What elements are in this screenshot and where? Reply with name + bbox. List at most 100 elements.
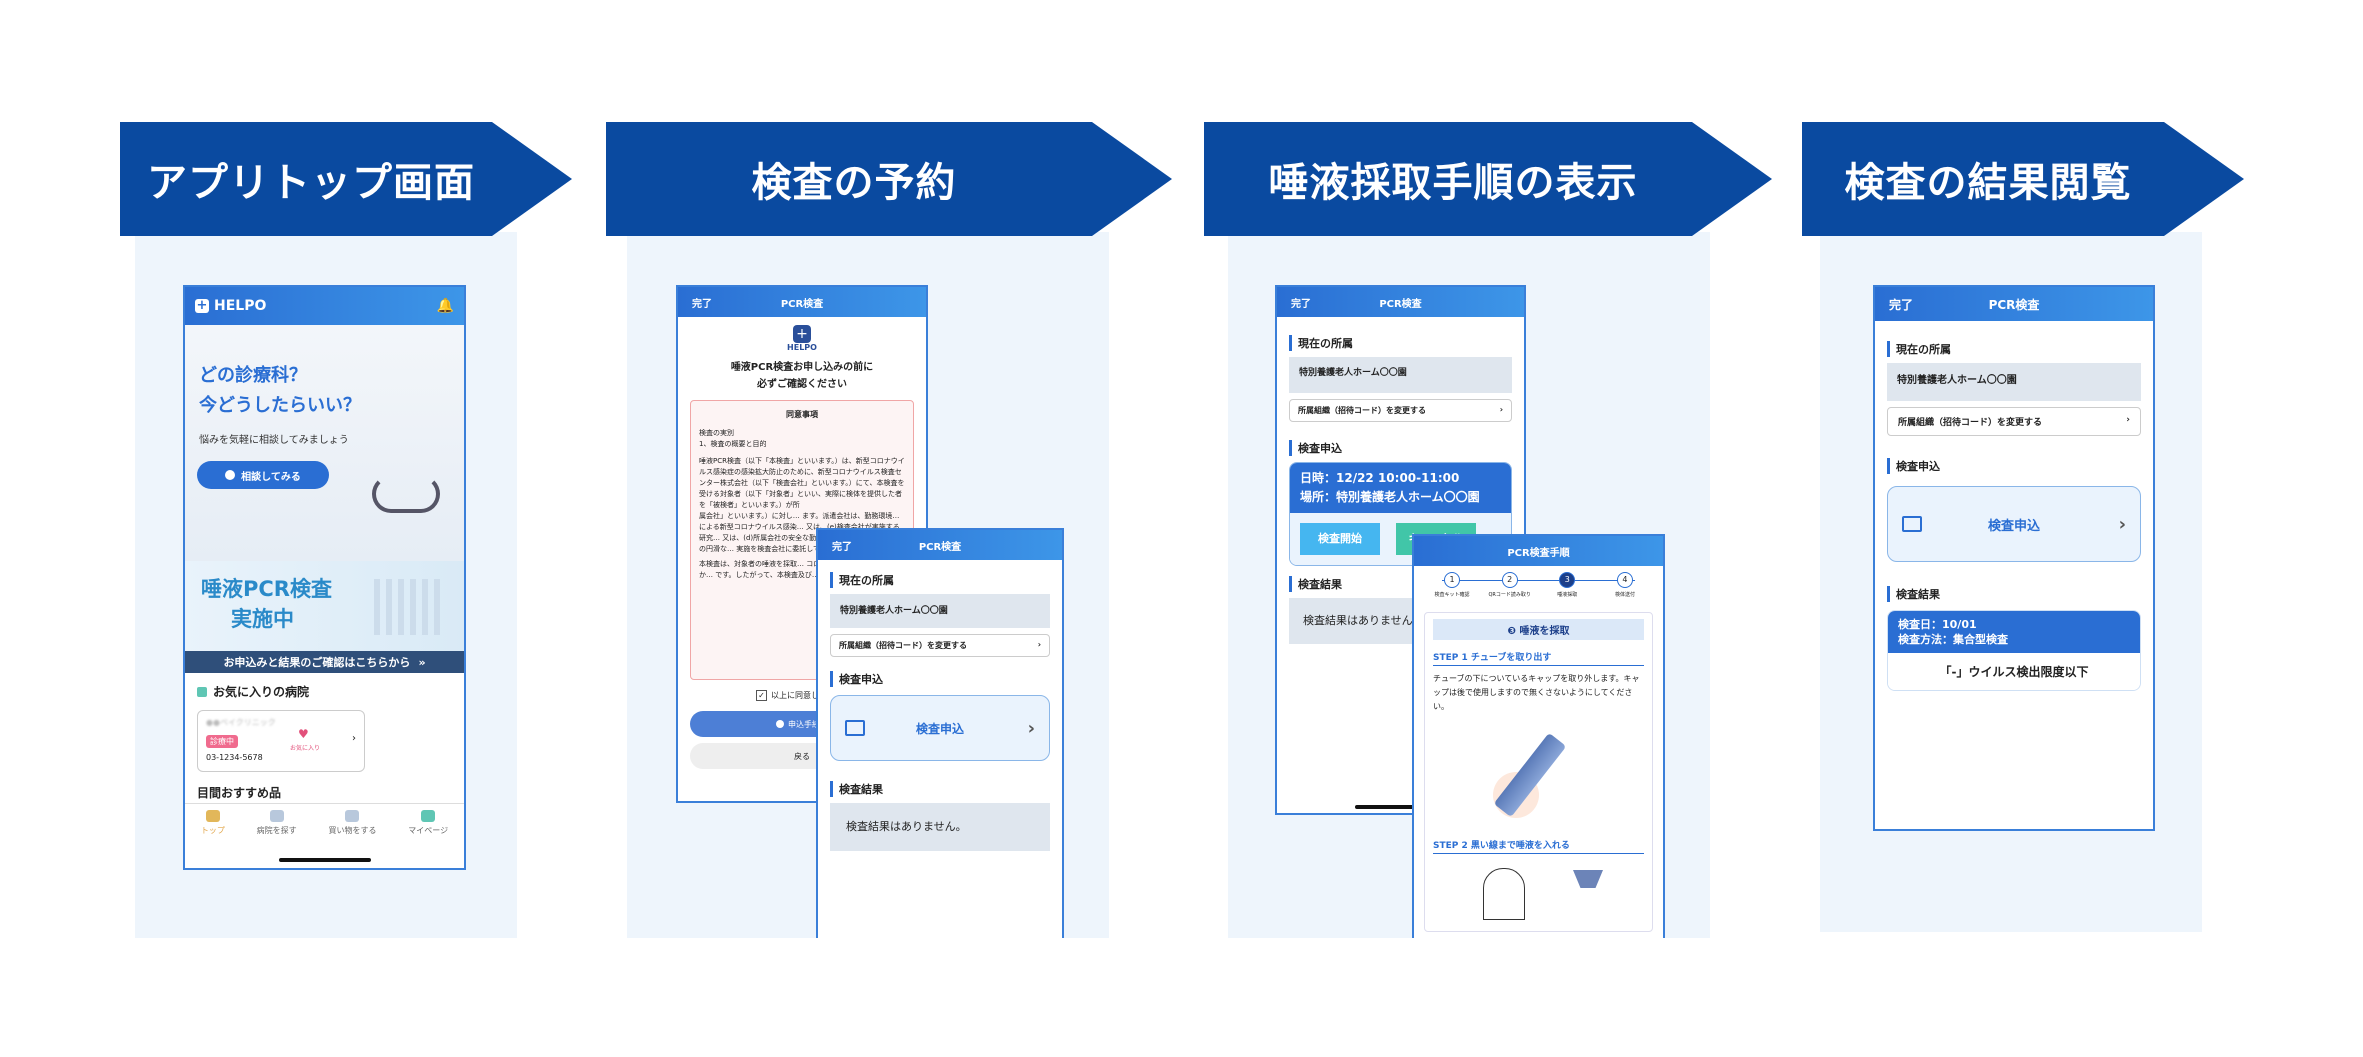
change-org-button[interactable]: 所属組織（招待コード）を変更する ›: [1887, 407, 2141, 436]
bar-title: PCR検査: [1379, 298, 1422, 310]
brand-name: HELPO: [214, 298, 267, 314]
face-icon: [1483, 868, 1525, 920]
hero-line2: 今どうしたらいい？: [199, 395, 361, 416]
consent-header: 完了 PCR検査: [678, 287, 926, 317]
result-title: 検査結果: [1289, 576, 1524, 592]
consent-paragraph: 本検査は、対象者の唾液を採取… コロナウイルスが含まれるか否か… です。したがっ…: [699, 560, 905, 579]
chevron-right-icon: ›: [1037, 640, 1041, 649]
tube-icon: [1573, 870, 1603, 888]
phone-procedure: PCR検査手順 1 検査キット確認 2 QRコード読み取り 3 唾液採取 4 検…: [1412, 534, 1665, 938]
cross-icon: +: [195, 298, 209, 313]
stethoscope-icon: [372, 475, 440, 513]
pcr-line1: 唾液PCR検査: [201, 577, 332, 601]
bottom-nav: トップ 病院を探す 買い物をする マイページ: [185, 803, 464, 868]
hero-subtitle: 悩みを気軽に相談してみましょう: [199, 435, 349, 446]
pcr-banner-strip[interactable]: お申込みと結果のご確認はこちらから »: [185, 651, 464, 673]
consent-heading-2: 必ずご確認ください: [757, 379, 847, 390]
reservation-info: 日時：12/22 10:00-11:00 場所：特別養護老人ホーム〇〇園: [1290, 463, 1511, 513]
start-test-button[interactable]: 検査開始: [1300, 523, 1380, 555]
step2-illustration: [1433, 854, 1644, 920]
nav-mypage[interactable]: マイページ: [408, 810, 448, 868]
result-empty: 検査結果はありません。: [830, 803, 1050, 851]
result-meta: 検査日：10/01 検査方法：集合型検査: [1888, 611, 2140, 653]
nav-label: マイページ: [408, 826, 449, 835]
apply-title: 検査申込: [1887, 458, 2153, 474]
change-org-label: 所属組織（招待コード）を変更する: [1898, 418, 2043, 428]
consent-paragraph: 属会社」といいます。）に対し… ます。派遣会社は、勤務環境… による新型コロナウ…: [699, 512, 903, 553]
step2-title: STEP 2 黒い線まで唾液を入れる: [1433, 838, 1644, 854]
stepper: 1 検査キット確認 2 QRコード読み取り 3 唾液採取 4 検体送付: [1432, 572, 1645, 608]
result-card[interactable]: 検査日：10/01 検査方法：集合型検査 「-」ウイルス検出限度以下: [1887, 610, 2141, 691]
play-icon: [776, 720, 784, 728]
step-item: 1 検査キット確認: [1432, 572, 1472, 598]
hero-line1: どの診療科？: [199, 365, 307, 386]
affiliation-title: 現在の所属: [1887, 341, 2153, 357]
double-chevron-icon: »: [418, 655, 426, 669]
step-item: 4 検体送付: [1605, 572, 1645, 598]
nav-shop[interactable]: 買い物をする: [328, 810, 376, 868]
apply-title: 検査申込: [1289, 440, 1524, 456]
change-org-button[interactable]: 所属組織（招待コード）を変更する›: [1289, 399, 1512, 422]
bar-title: PCR検査: [1988, 297, 2040, 312]
done-button[interactable]: 完了: [692, 298, 712, 310]
proceed-label: 申込手続き: [788, 719, 828, 729]
stepper-items: 1 検査キット確認 2 QRコード読み取り 3 唾液採取 4 検体送付: [1432, 572, 1645, 598]
chevron-right-icon: ›: [2126, 415, 2130, 425]
pcr-banner-text: お申込みと結果のご確認はこちらから: [223, 656, 411, 669]
next-section-title: 目間おすすめ品: [197, 786, 282, 800]
step-item: 2 QRコード読み取り: [1488, 572, 1531, 598]
result-title: 検査結果: [830, 781, 1062, 797]
consent-title: 同意事項: [786, 410, 818, 419]
logo-text: HELPO: [787, 343, 817, 352]
bell-icon[interactable]: 🔔: [436, 298, 454, 314]
clinic-phone: 03-1234-5678: [206, 753, 263, 762]
bar-title: PCR検査手順: [1507, 547, 1570, 559]
step-title: アプリトップ画面: [147, 160, 475, 206]
cross-icon: +: [793, 325, 811, 343]
agree-row[interactable]: ✓ 以上に同意し: [756, 690, 926, 701]
brand-logo: + HELPO: [195, 298, 266, 314]
app-header: + HELPO 🔔: [185, 287, 464, 325]
clinic-card[interactable]: ●●ペイクリニック 診療中 03-1234-5678 ♥ お気に入り ›: [197, 710, 365, 772]
affiliation-value: 特別養護老人ホーム〇〇園: [830, 594, 1050, 628]
result-title: 検査結果: [1887, 586, 2153, 602]
consent-paragraph: 唾液PCR検査（以下「本検査」といいます。）は、新型コロナウイルス感染症の感染拡…: [699, 457, 905, 509]
nav-label: 病院を探す: [256, 826, 297, 835]
consent-section: 1、検査の概要と目的: [699, 440, 767, 448]
done-button[interactable]: 完了: [1291, 298, 1311, 310]
bar-title: PCR検査: [780, 298, 824, 310]
step-label: 唾液採取: [1557, 592, 1578, 598]
checkbox[interactable]: ✓: [756, 690, 767, 701]
phone-reserve: 完了 PCR検査 現在の所属 特別養護老人ホーム〇〇園 所属組織（招待コード）を…: [816, 528, 1064, 938]
done-button[interactable]: 完了: [1889, 297, 1914, 312]
pill-icon: [197, 686, 207, 697]
nav-top[interactable]: トップ: [201, 810, 225, 868]
favorites-section: お気に入りの病院 ●●ペイクリニック 診療中 03-1234-5678 ♥ お気…: [185, 673, 464, 811]
reserve-header: 完了 PCR検査: [818, 530, 1062, 560]
affiliation-title: 現在の所属: [1289, 335, 1524, 351]
step-item-current: 3 唾液採取: [1547, 572, 1587, 598]
reservation-datetime: 日時：12/22 10:00-11:00: [1300, 471, 1460, 485]
pcr-line2: 実施中: [231, 607, 294, 631]
hero-banner[interactable]: どの診療科？ 今どうしたらいい？ 悩みを気軽に相談してみましょう 相談してみる: [185, 325, 464, 561]
person-icon: [421, 810, 436, 822]
step1-text: チューブの下についているキャップを取り外します。キャップは後で使用しますので無く…: [1433, 674, 1640, 711]
change-org-button[interactable]: 所属組織（招待コード）を変更する ›: [830, 634, 1050, 657]
step-title: 検査の結果閲覧: [1844, 160, 2132, 206]
step-number: 1: [1444, 572, 1460, 588]
step-title: 検査の予約: [751, 160, 957, 206]
phone-app-top: + HELPO 🔔 どの診療科？ 今どうしたらいい？ 悩みを気軽に相談してみまし…: [183, 285, 466, 870]
pcr-banner[interactable]: 唾液PCR検査 実施中 お申込みと結果のご確認はこちらから »: [185, 561, 464, 673]
consult-button[interactable]: 相談してみる: [197, 461, 329, 489]
change-org-label: 所属組織（招待コード）を変更する: [839, 641, 967, 650]
hospital-icon: [269, 810, 284, 822]
nav-hospital[interactable]: 病院を探す: [257, 810, 297, 868]
apply-button[interactable]: 検査申込 ›: [1887, 486, 2141, 562]
chevron-right-icon: ›: [352, 733, 356, 744]
apply-button[interactable]: 検査申込 ›: [830, 695, 1050, 761]
result-header: 完了 PCR検査: [1875, 287, 2153, 321]
done-button[interactable]: 完了: [832, 541, 852, 553]
monitor-icon: [845, 720, 865, 736]
apply-button-label: 検査申込: [915, 721, 964, 736]
heart-icon[interactable]: ♥: [298, 727, 309, 741]
